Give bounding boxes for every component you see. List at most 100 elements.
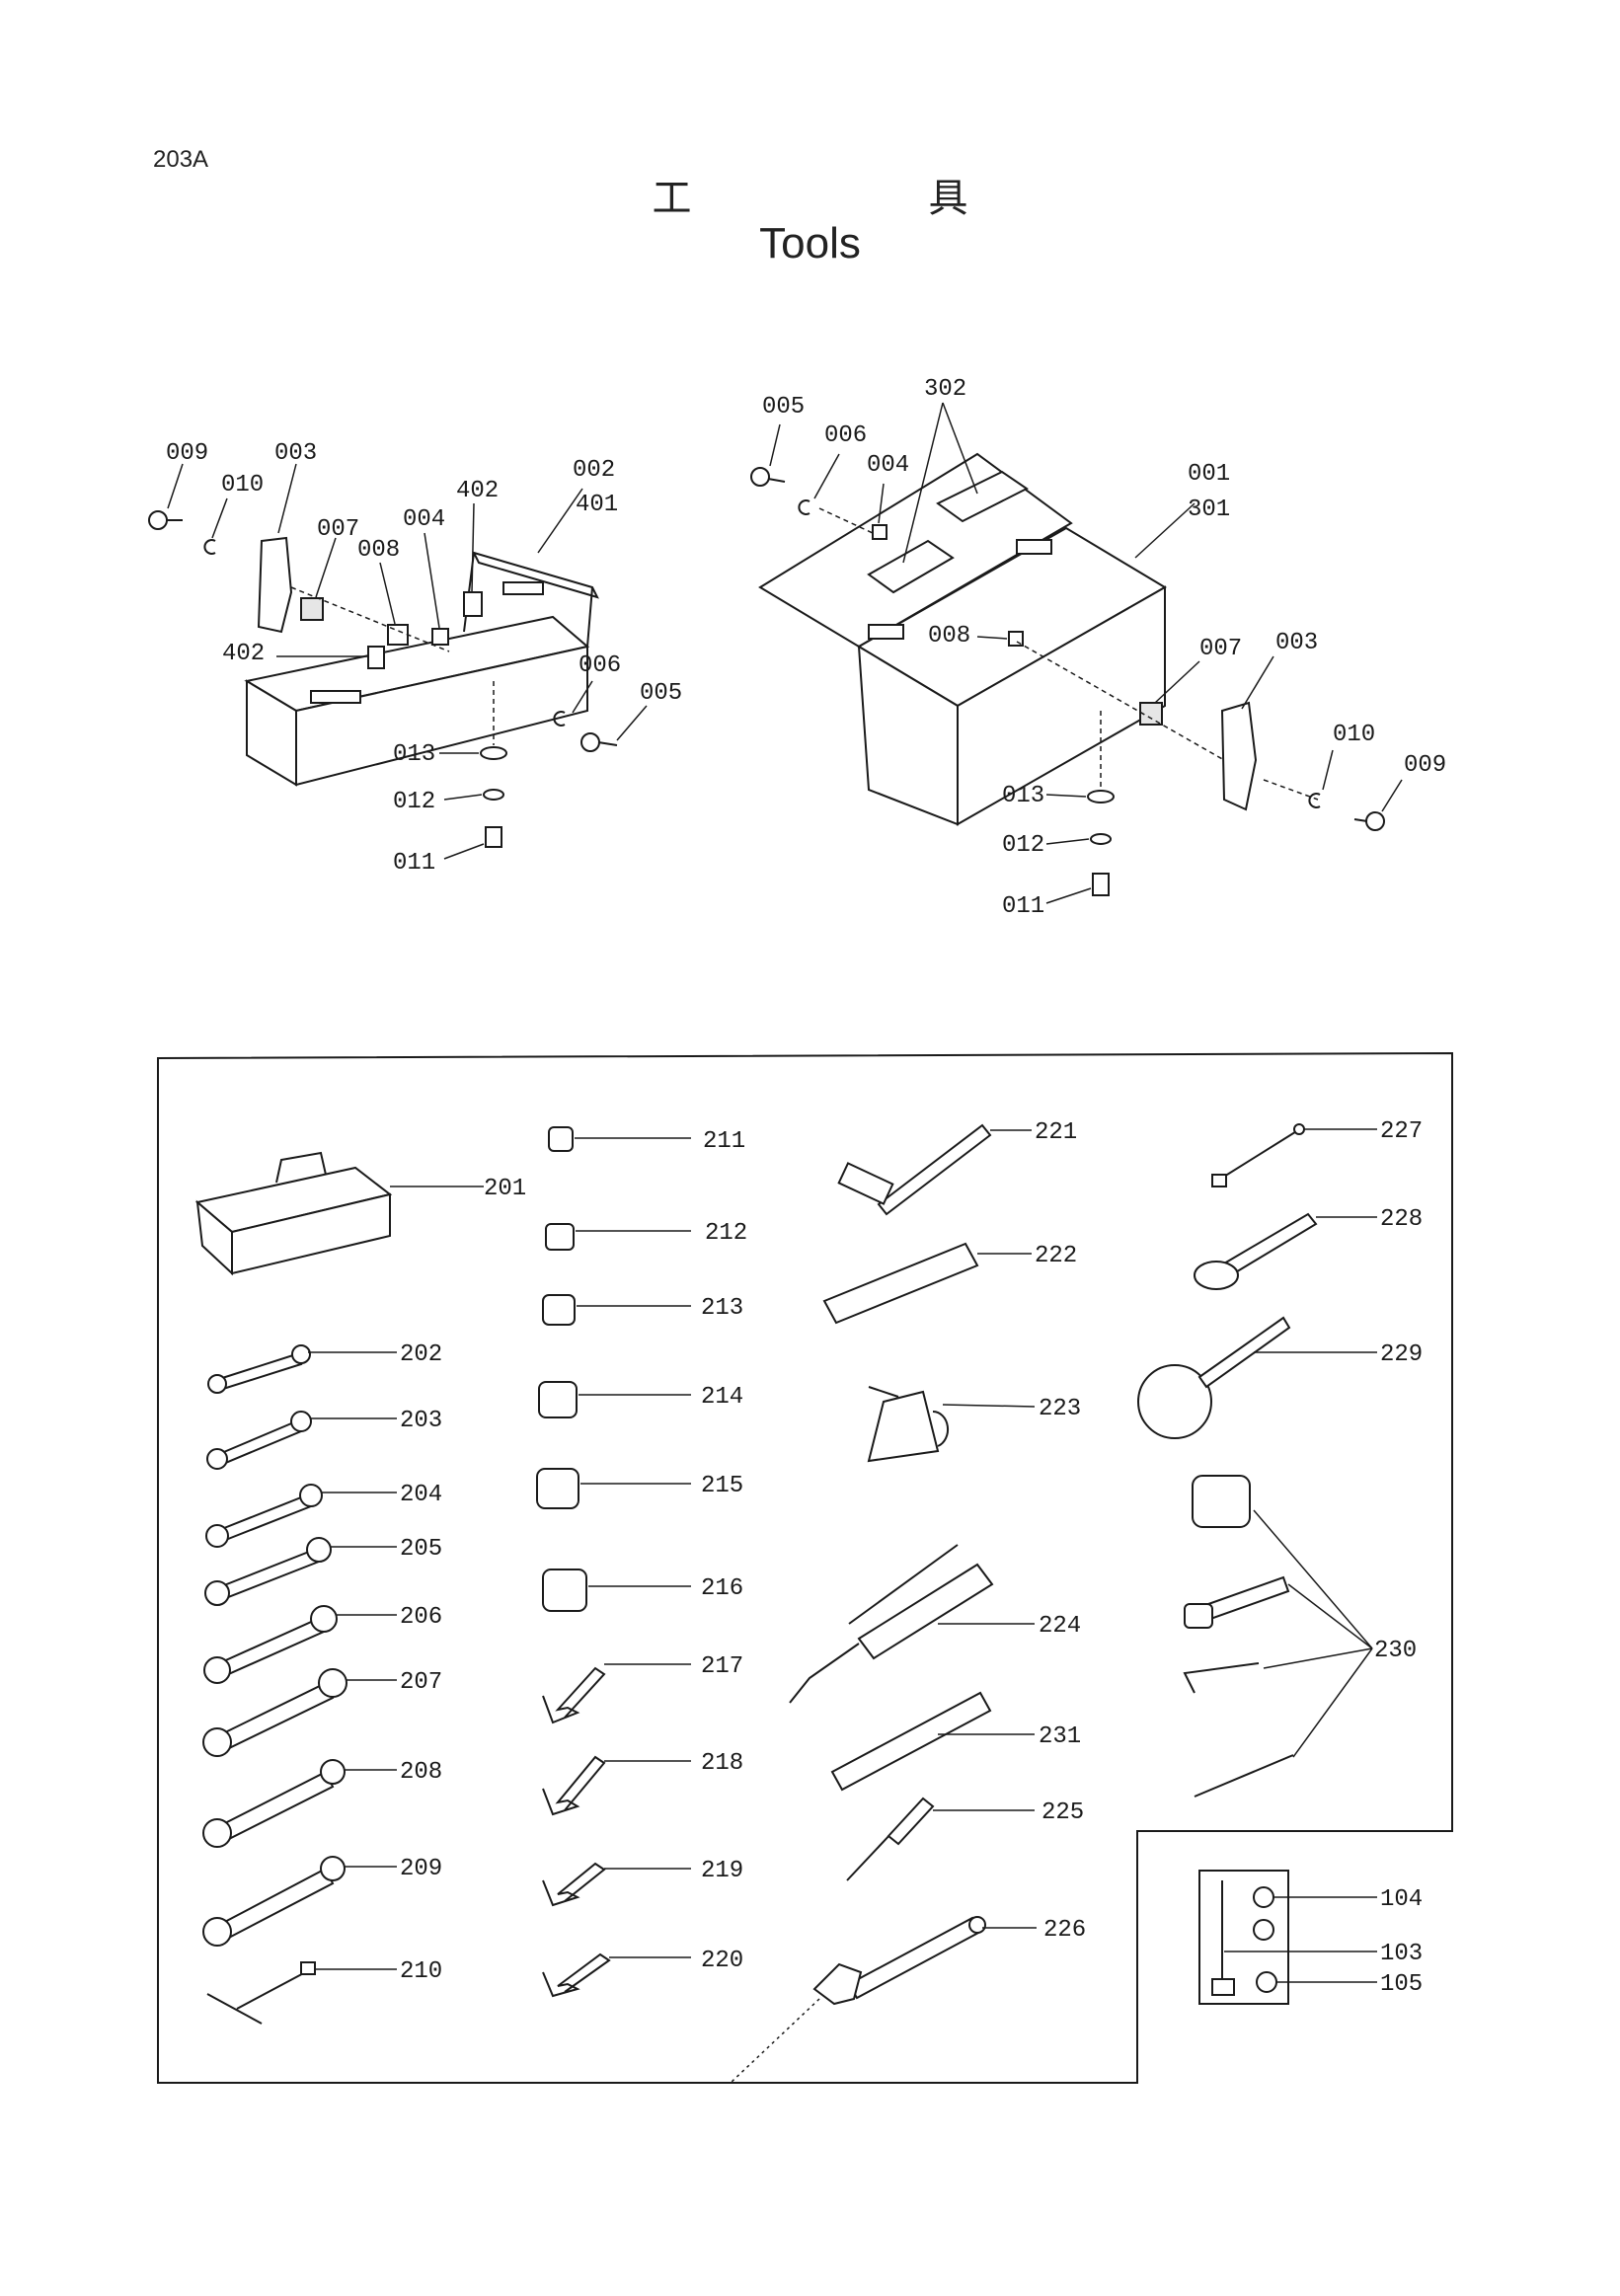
bar-231: 231 bbox=[830, 1691, 1081, 1792]
left-latch bbox=[257, 536, 293, 634]
nut-104 bbox=[1253, 1886, 1274, 1908]
right-washer-012 bbox=[1090, 833, 1112, 845]
lbl-left-005: 005 bbox=[640, 680, 682, 707]
grease-gun-224: 224 bbox=[789, 1544, 1081, 1704]
socket-213: 213 bbox=[542, 1294, 743, 1326]
lbl-right-011: 011 bbox=[1002, 893, 1044, 920]
lbl-204: 204 bbox=[400, 1482, 442, 1508]
bar-222: 222 bbox=[822, 1242, 1077, 1325]
lbl-right-007: 007 bbox=[1199, 636, 1242, 662]
lbl-214: 214 bbox=[701, 1384, 743, 1411]
lbl-103: 103 bbox=[1380, 1941, 1423, 1967]
lbl-left-002: 002 bbox=[573, 457, 615, 484]
lbl-left-004: 004 bbox=[403, 506, 445, 533]
lbl-201: 201 bbox=[484, 1176, 526, 1202]
left-screw-009 bbox=[148, 510, 168, 530]
left-clip-006 bbox=[553, 711, 566, 727]
wrench-209: 209 bbox=[202, 1856, 442, 1947]
right-screw-009 bbox=[1365, 811, 1385, 831]
lbl-205: 205 bbox=[400, 1536, 442, 1563]
socket-212: 212 bbox=[545, 1220, 747, 1251]
lbl-left-007: 007 bbox=[317, 516, 359, 543]
lbl-216: 216 bbox=[701, 1575, 743, 1602]
tool-kit-column-2: 211 212 213 214 215 216 bbox=[536, 1126, 747, 1998]
left-box-lid bbox=[472, 551, 599, 599]
socket-216: 216 bbox=[542, 1569, 743, 1612]
lbl-213: 213 bbox=[701, 1295, 743, 1322]
hex-key-218: 218 bbox=[542, 1750, 743, 1816]
hex-key-220: 220 bbox=[542, 1948, 743, 1998]
lbl-212: 212 bbox=[705, 1220, 747, 1247]
lbl-105: 105 bbox=[1380, 1971, 1423, 1998]
oiler-223: 223 bbox=[867, 1386, 1081, 1463]
lbl-right-013: 013 bbox=[1002, 783, 1044, 809]
lbl-202: 202 bbox=[400, 1341, 442, 1368]
hex-key-219: 219 bbox=[542, 1858, 743, 1907]
lbl-224: 224 bbox=[1039, 1613, 1081, 1640]
left-screw-005 bbox=[580, 732, 600, 752]
adjustable-wrench-226: 226 bbox=[730, 1916, 1086, 2084]
wrench-206: 206 bbox=[203, 1604, 442, 1684]
right-clip-006 bbox=[798, 499, 810, 515]
left-bolt-011 bbox=[485, 826, 502, 848]
lbl-208: 208 bbox=[400, 1759, 442, 1786]
lbl-203: 203 bbox=[400, 1408, 442, 1434]
left-block-402 bbox=[367, 646, 385, 669]
lbl-right-001: 001 bbox=[1188, 461, 1230, 488]
title-english: Tools bbox=[759, 219, 861, 268]
left-washer-012 bbox=[483, 789, 504, 801]
lbl-215: 215 bbox=[701, 1473, 743, 1499]
left-nut-004 bbox=[431, 628, 449, 646]
left-clip-010 bbox=[203, 539, 216, 555]
toolbox-201-handle bbox=[275, 1151, 327, 1184]
lbl-209: 209 bbox=[400, 1856, 442, 1882]
wrench-204: 204 bbox=[205, 1482, 442, 1548]
wrench-208: 208 bbox=[202, 1759, 442, 1848]
lbl-210: 210 bbox=[400, 1958, 442, 1985]
lbl-206: 206 bbox=[400, 1604, 442, 1631]
page-number: 203A bbox=[153, 146, 209, 173]
lbl-left-006: 006 bbox=[579, 652, 621, 679]
left-hinge-1 bbox=[310, 690, 361, 704]
lbl-right-005: 005 bbox=[762, 394, 805, 421]
lbl-left-402: 402 bbox=[222, 641, 265, 667]
socket-215: 215 bbox=[536, 1468, 743, 1509]
lbl-217: 217 bbox=[701, 1653, 743, 1680]
lbl-218: 218 bbox=[701, 1750, 743, 1777]
right-hinge-1 bbox=[868, 624, 904, 640]
lbl-right-009: 009 bbox=[1404, 752, 1446, 779]
lbl-left-003: 003 bbox=[274, 440, 317, 467]
hex-key-217: 217 bbox=[542, 1653, 743, 1724]
hammer-221: 221 bbox=[837, 1119, 1077, 1216]
tool-kit-frame bbox=[157, 1051, 1453, 2084]
lbl-211: 211 bbox=[703, 1128, 745, 1155]
t-wrench-210: 210 bbox=[206, 1958, 442, 2025]
right-nut-004 bbox=[872, 524, 887, 540]
lbl-left-008: 008 bbox=[357, 537, 400, 564]
right-lid-pad-2 bbox=[936, 470, 1029, 523]
lbl-left-009: 009 bbox=[166, 440, 208, 467]
lbl-223: 223 bbox=[1039, 1396, 1081, 1422]
nut-set: 104 103 105 bbox=[1198, 1870, 1423, 2005]
right-latch-003 bbox=[1220, 701, 1258, 811]
lbl-221: 221 bbox=[1035, 1119, 1077, 1146]
socket-set-230: 230 bbox=[1183, 1475, 1417, 1798]
extension-227: 227 bbox=[1211, 1118, 1423, 1187]
lbl-231: 231 bbox=[1039, 1723, 1081, 1750]
right-screw-005 bbox=[750, 467, 770, 487]
lbl-207: 207 bbox=[400, 1669, 442, 1696]
right-pad-007 bbox=[1139, 702, 1163, 726]
ratchet-228: 228 bbox=[1194, 1206, 1423, 1290]
tool-kit-column-4: 227 228 229 230 bbox=[1137, 1118, 1423, 1798]
lbl-right-008: 008 bbox=[928, 623, 970, 650]
lbl-227: 227 bbox=[1380, 1118, 1423, 1145]
lbl-right-010: 010 bbox=[1333, 722, 1375, 748]
wrench-203: 203 bbox=[206, 1408, 442, 1470]
lbl-right-301: 301 bbox=[1188, 497, 1230, 523]
lbl-right-012: 012 bbox=[1002, 832, 1044, 859]
left-box-front bbox=[295, 645, 588, 787]
right-washer-013 bbox=[1087, 790, 1115, 804]
filter-wrench-229: 229 bbox=[1137, 1316, 1423, 1439]
lbl-219: 219 bbox=[701, 1858, 743, 1884]
lbl-right-302: 302 bbox=[924, 376, 966, 403]
